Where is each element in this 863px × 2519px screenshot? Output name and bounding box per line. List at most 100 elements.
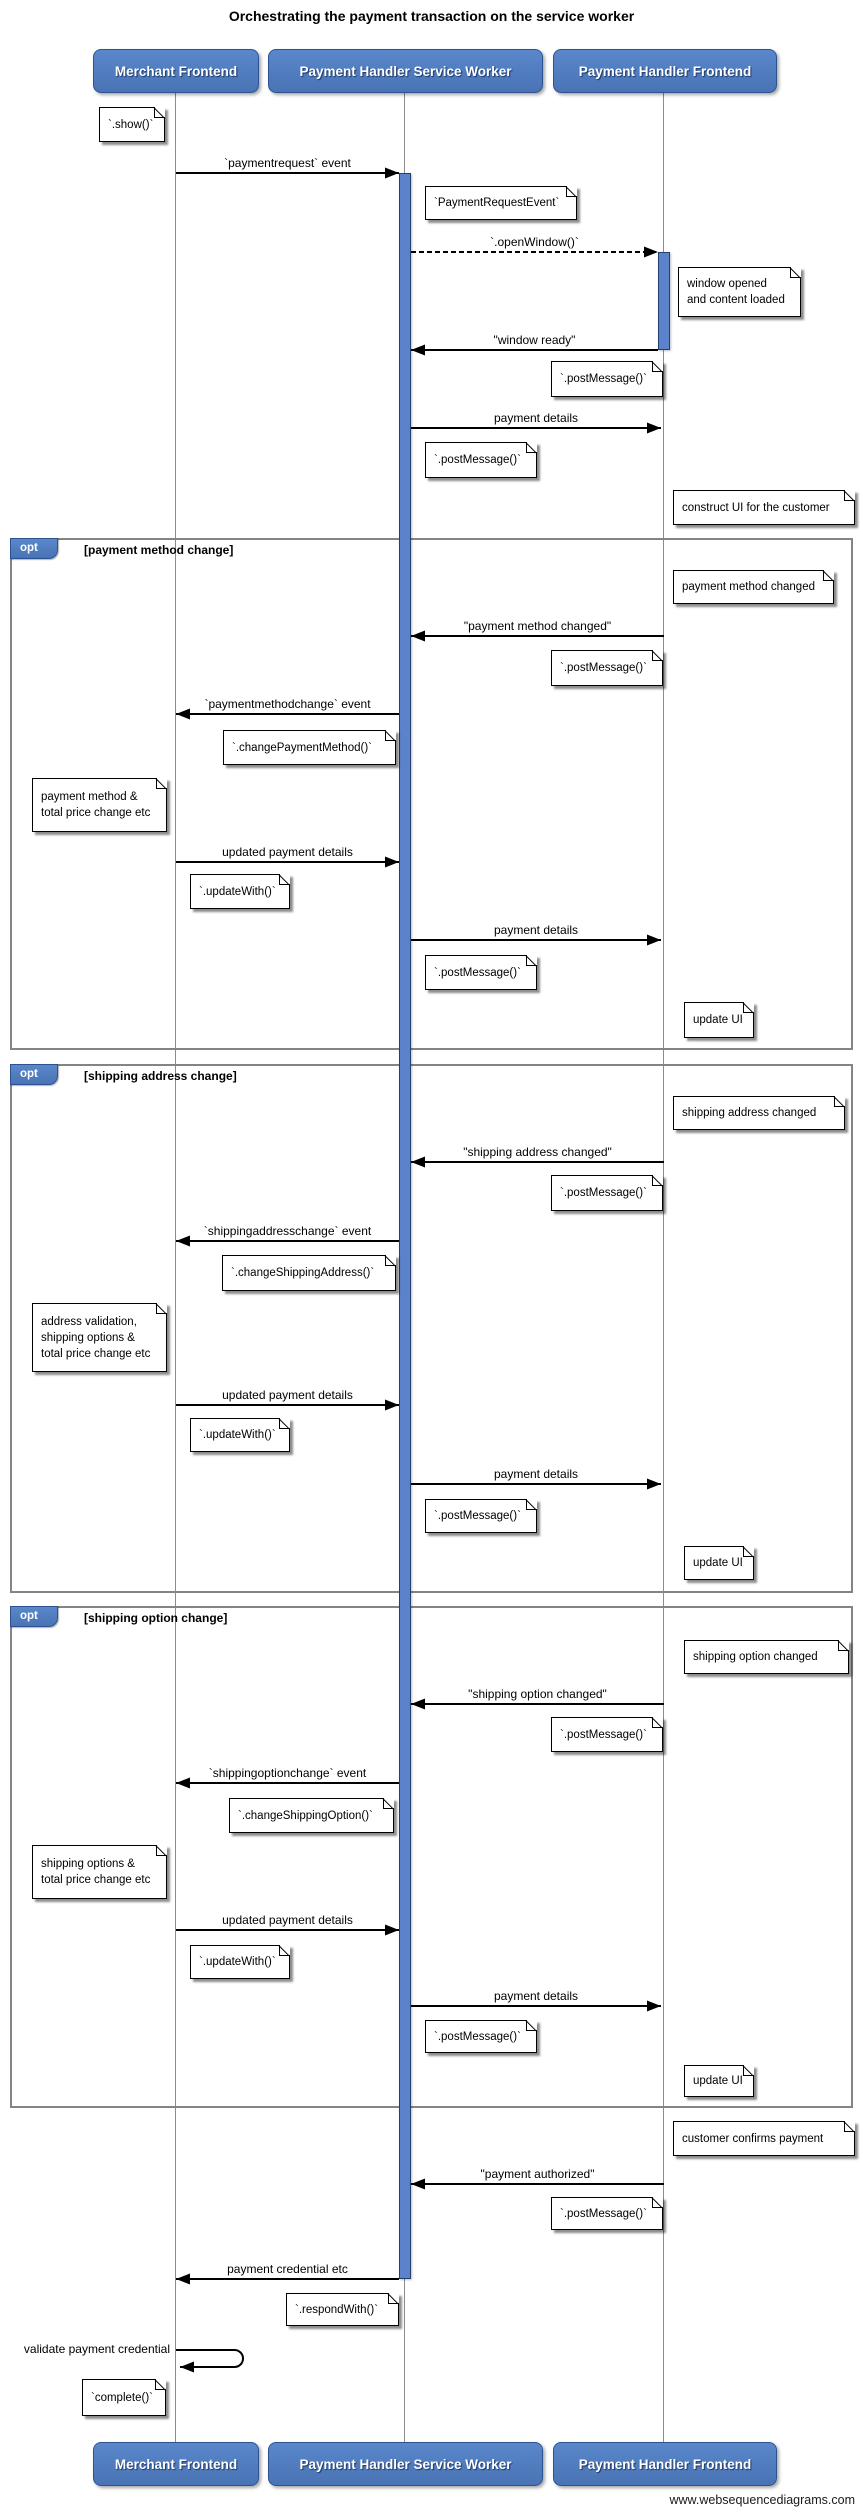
self-message-label: validate payment credential	[23, 2342, 170, 2356]
note-text: `.postMessage()`	[560, 2207, 647, 2220]
note-fold-corner	[838, 1640, 849, 1651]
note-fold-corner	[652, 650, 663, 661]
message-label: updated payment details	[222, 1913, 353, 1927]
note-fold-corner	[743, 1002, 754, 1013]
message-label: updated payment details	[222, 1388, 353, 1402]
note: `.changePaymentMethod()`	[223, 730, 396, 765]
opt-condition-label: [payment method change]	[84, 543, 234, 557]
note: `.show()`	[99, 107, 165, 142]
actor-merchant-frontend-top: Merchant Frontend	[93, 49, 259, 93]
note: `.respondWith()`	[286, 2293, 399, 2326]
self-message-arrow	[176, 2349, 244, 2373]
note-text: payment method changed	[682, 581, 815, 593]
note-fold-corner	[156, 1303, 167, 1314]
opt-frame: opt [payment method change]	[10, 538, 853, 1050]
actor-merchant-frontend-bottom: Merchant Frontend	[93, 2442, 259, 2486]
note-fold-corner	[156, 1845, 167, 1856]
note-text: `PaymentRequestEvent`	[434, 197, 560, 209]
message-label: payment details	[493, 1467, 579, 1481]
note-text: `.postMessage()`	[560, 1187, 647, 1199]
note-fold-corner	[156, 778, 167, 789]
message-label: payment details	[493, 1989, 579, 2003]
note-text: address validation,shipping options &tot…	[41, 1315, 151, 1360]
message-label: "window ready"	[493, 333, 576, 347]
activation-bar	[399, 173, 411, 2279]
message-label: "shipping address changed"	[463, 1145, 612, 1159]
note-text: `.postMessage()`	[560, 1728, 647, 1741]
note: update UI	[684, 1546, 754, 1580]
note-fold-corner	[154, 107, 165, 118]
note: `.updateWith()`	[190, 1945, 290, 1979]
note-text: `.postMessage()`	[434, 1510, 521, 1522]
note-fold-corner	[652, 1175, 663, 1186]
note: `.postMessage()`	[425, 1499, 537, 1533]
note-text: `.updateWith()`	[199, 1429, 276, 1441]
note-text: `.show()`	[108, 118, 154, 131]
opt-frame: opt [shipping option change]	[10, 1606, 853, 2108]
note-fold-corner	[385, 1255, 396, 1266]
message-label: `shippingaddresschange` event	[203, 1224, 372, 1238]
note: `.postMessage()`	[551, 650, 663, 686]
note-fold-corner	[844, 490, 855, 501]
diagram-title: Orchestrating the payment transaction on…	[228, 8, 635, 24]
message-label: `.openWindow()`	[490, 235, 579, 249]
note-fold-corner	[526, 442, 537, 453]
note-fold-corner	[279, 1945, 290, 1956]
note: shipping option changed	[684, 1640, 849, 1674]
note-fold-corner	[526, 1499, 537, 1510]
note: `.postMessage()`	[551, 1717, 663, 1752]
actor-payment-handler-frontend-bottom: Payment Handler Frontend	[553, 2442, 777, 2486]
message-label: payment details	[493, 923, 579, 937]
note-fold-corner	[385, 730, 396, 741]
note-text: shipping address changed	[682, 1107, 817, 1119]
message-label: payment details	[493, 411, 579, 425]
opt-keyword-tab: opt	[10, 538, 58, 559]
note-text: update UI	[693, 1557, 743, 1569]
note-fold-corner	[844, 2121, 855, 2132]
opt-keyword-tab: opt	[10, 1064, 58, 1085]
note-text: `.respondWith()`	[295, 2303, 379, 2316]
note-fold-corner	[652, 361, 663, 372]
note-text: `.changeShippingAddress()`	[231, 1267, 375, 1279]
message-label: "payment method changed"	[463, 619, 612, 633]
note-text: `.postMessage()`	[434, 454, 521, 466]
note: payment method changed	[673, 570, 834, 604]
note: `.postMessage()`	[425, 442, 537, 478]
note-text: `.postMessage()`	[560, 662, 647, 674]
note-text: construct UI for the customer	[682, 501, 830, 514]
opt-frame: opt [shipping address change]	[10, 1064, 853, 1593]
note-fold-corner	[383, 1798, 394, 1809]
note-text: `.postMessage()`	[560, 373, 647, 385]
note-text: customer confirms payment	[682, 2132, 824, 2145]
note-fold-corner	[279, 874, 290, 885]
message-label: "payment authorized"	[480, 2167, 595, 2181]
note-text: `.changeShippingOption()`	[238, 1809, 373, 1822]
note-text: `.updateWith()`	[199, 1956, 276, 1968]
opt-condition-label: [shipping option change]	[84, 1611, 228, 1625]
note-text: update UI	[693, 1014, 743, 1026]
note-fold-corner	[834, 1096, 845, 1107]
note-fold-corner	[790, 267, 801, 278]
actor-payment-handler-service-worker-top: Payment Handler Service Worker	[268, 49, 543, 93]
message-label: payment credential etc	[227, 2262, 348, 2276]
watermark: www.websequencediagrams.com	[669, 2493, 855, 2507]
activation-bar	[658, 252, 670, 350]
note-fold-corner	[743, 2065, 754, 2076]
note-text: `complete()`	[91, 2391, 153, 2404]
note: payment method &total price change etc	[32, 778, 167, 832]
note-text: `.postMessage()`	[434, 2030, 521, 2043]
message-label: `shippingoptionchange` event	[208, 1766, 367, 1780]
note-text: `.postMessage()`	[434, 966, 521, 979]
note: `.changeShippingOption()`	[229, 1798, 394, 1833]
note-fold-corner	[823, 570, 834, 581]
note: `.postMessage()`	[551, 1175, 663, 1211]
opt-keyword-tab: opt	[10, 1606, 58, 1627]
note: `.postMessage()`	[425, 2020, 537, 2053]
opt-condition-label: [shipping address change]	[84, 1069, 237, 1083]
note: `.changeShippingAddress()`	[222, 1255, 396, 1291]
note-fold-corner	[743, 1546, 754, 1557]
